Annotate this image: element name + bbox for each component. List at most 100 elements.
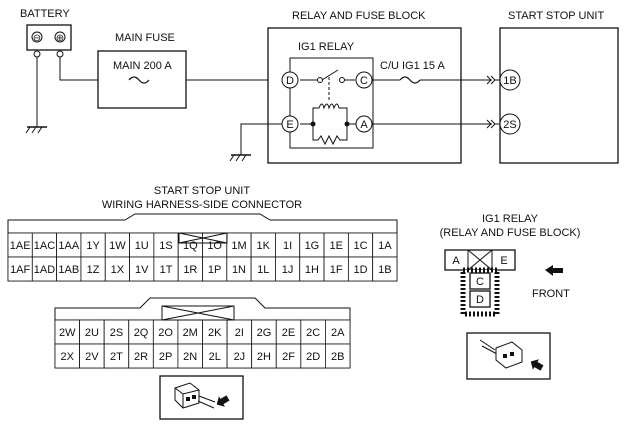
connector-pin-label: 1M — [231, 240, 246, 252]
connector-pin-label: 1D — [354, 264, 368, 276]
connector-pin-label: 1P — [208, 264, 221, 276]
connector-pin-label: 1K — [257, 240, 271, 252]
connector-pin-label: 1G — [305, 240, 320, 252]
battery-label: BATTERY — [20, 8, 70, 20]
connector-pin-label: 2B — [331, 351, 344, 363]
connector-cavity — [251, 319, 277, 345]
connector-cavity — [56, 256, 82, 282]
main-fuse-label: MAIN FUSE — [115, 32, 175, 44]
connector-cavity — [153, 232, 179, 258]
connector-pin-label: 1A — [378, 240, 392, 252]
connector-pin-label: 1W — [109, 240, 126, 252]
fuse-symbol — [128, 76, 150, 84]
connector-cavity — [103, 343, 130, 369]
start-stop-unit-label: START STOP UNIT — [508, 10, 604, 22]
connector-cavity — [300, 343, 326, 369]
front-label: FRONT — [532, 288, 570, 300]
connector-cavity — [372, 232, 398, 258]
connector-cavity — [128, 343, 154, 369]
block2-key-mark — [161, 305, 235, 321]
connector-cavity — [325, 319, 351, 345]
connector-pin-label: 1AF — [10, 264, 30, 276]
relay-view-pin-c: C — [476, 276, 484, 288]
svg-text:C: C — [360, 75, 368, 87]
battery-minus-symbol: ⊖ — [33, 33, 41, 44]
connector-cavity — [275, 232, 301, 258]
connector-pin-label: 1L — [257, 264, 269, 276]
connector-pin-label: 2Q — [134, 327, 149, 339]
connector-pin-label: 1N — [232, 264, 246, 276]
connector-cavity — [79, 343, 105, 369]
connector-title-line2: WIRING HARNESS-SIDE CONNECTOR — [102, 199, 302, 211]
connector-cavity — [104, 256, 130, 282]
connector-cavity — [152, 343, 179, 369]
connector-cavity — [323, 256, 349, 282]
connector-pin-label: 2D — [306, 351, 320, 363]
connector-pin-label: 1C — [354, 240, 368, 252]
svg-text:E: E — [286, 119, 293, 131]
battery-ground-symbol — [25, 126, 47, 134]
start-stop-pin-1b: 1B — [499, 69, 521, 91]
connector-pin-label: 1V — [135, 264, 149, 276]
connector-cavity — [103, 319, 130, 345]
connector-pin-label: 2O — [158, 327, 173, 339]
connector-cavity — [300, 319, 326, 345]
connector-cavity — [104, 232, 130, 258]
connector-pin-label: 1U — [135, 240, 149, 252]
connector-cavity — [250, 256, 276, 282]
connector-cavity — [128, 319, 154, 345]
connector-cavity — [226, 319, 253, 345]
connector-cavity — [153, 256, 179, 282]
connector-cavity — [275, 256, 301, 282]
svg-text:1B: 1B — [503, 75, 516, 87]
connector-pin-label: 2V — [85, 351, 99, 363]
connector-pin-label: 1AE — [10, 240, 31, 252]
connector-pin-label: 2K — [208, 327, 222, 339]
connector-pin-label: 1AA — [58, 240, 79, 252]
relay-view-pin-a: A — [452, 255, 460, 267]
relay-pin-d: D — [281, 71, 299, 89]
connector-pin-label: 1AC — [34, 240, 55, 252]
connector-pin-label: 2R — [134, 351, 148, 363]
relay-switch — [300, 69, 355, 102]
connector-pin-label: 2I — [235, 327, 244, 339]
relay-coil — [300, 103, 356, 146]
connector-pin-label: 2F — [282, 351, 295, 363]
connector-pin-label: 2T — [110, 351, 123, 363]
connector-cavity — [226, 256, 252, 282]
connector-pin-label: 2H — [257, 351, 271, 363]
connector-pin-label: 1I — [283, 240, 292, 252]
start-stop-pin-2s: 2S — [499, 113, 521, 135]
connector-pin-label: 1T — [160, 264, 173, 276]
connector-photo-icon — [159, 375, 244, 420]
connector-pin-label: 1X — [111, 264, 125, 276]
connector-pin-label: 2A — [331, 327, 345, 339]
connector-pin-label: 2C — [306, 327, 320, 339]
connector-pin-label: 2X — [61, 351, 75, 363]
connector-pin-label: 1J — [282, 264, 294, 276]
ig1-relay-label: IG1 RELAY — [298, 41, 355, 53]
svg-text:D: D — [286, 75, 294, 87]
connector-pin-label: 2N — [183, 351, 197, 363]
relay-view-pin-d: D — [476, 294, 484, 306]
connector-pin-label: 2G — [257, 327, 272, 339]
connector-pin-label: 2S — [110, 327, 123, 339]
relay-view-title-line2: (RELAY AND FUSE BLOCK) — [440, 227, 581, 239]
relay-block-label: RELAY AND FUSE BLOCK — [292, 10, 426, 22]
svg-text:A: A — [360, 119, 368, 131]
front-arrow-icon — [545, 265, 563, 276]
cu-ig1-fuse-label: C/U IG1 15 A — [380, 60, 445, 72]
connector-cavity — [251, 343, 277, 369]
connector-title-line1: START STOP UNIT — [154, 185, 250, 197]
cu-ig1-fuse-symbol — [399, 76, 421, 84]
connector-cavity — [202, 256, 228, 282]
relay-pin-a: A — [355, 115, 373, 133]
connector-pin-label: 2J — [234, 351, 246, 363]
connector-pin-label: 1B — [378, 264, 391, 276]
start-stop-unit: START STOP UNIT — [499, 10, 619, 164]
connector-cavity — [31, 232, 58, 258]
connector-cavity — [7, 232, 33, 258]
relay-and-fuse-block: RELAY AND FUSE BLOCK IG1 RELAY C/U IG1 1… — [267, 10, 462, 164]
